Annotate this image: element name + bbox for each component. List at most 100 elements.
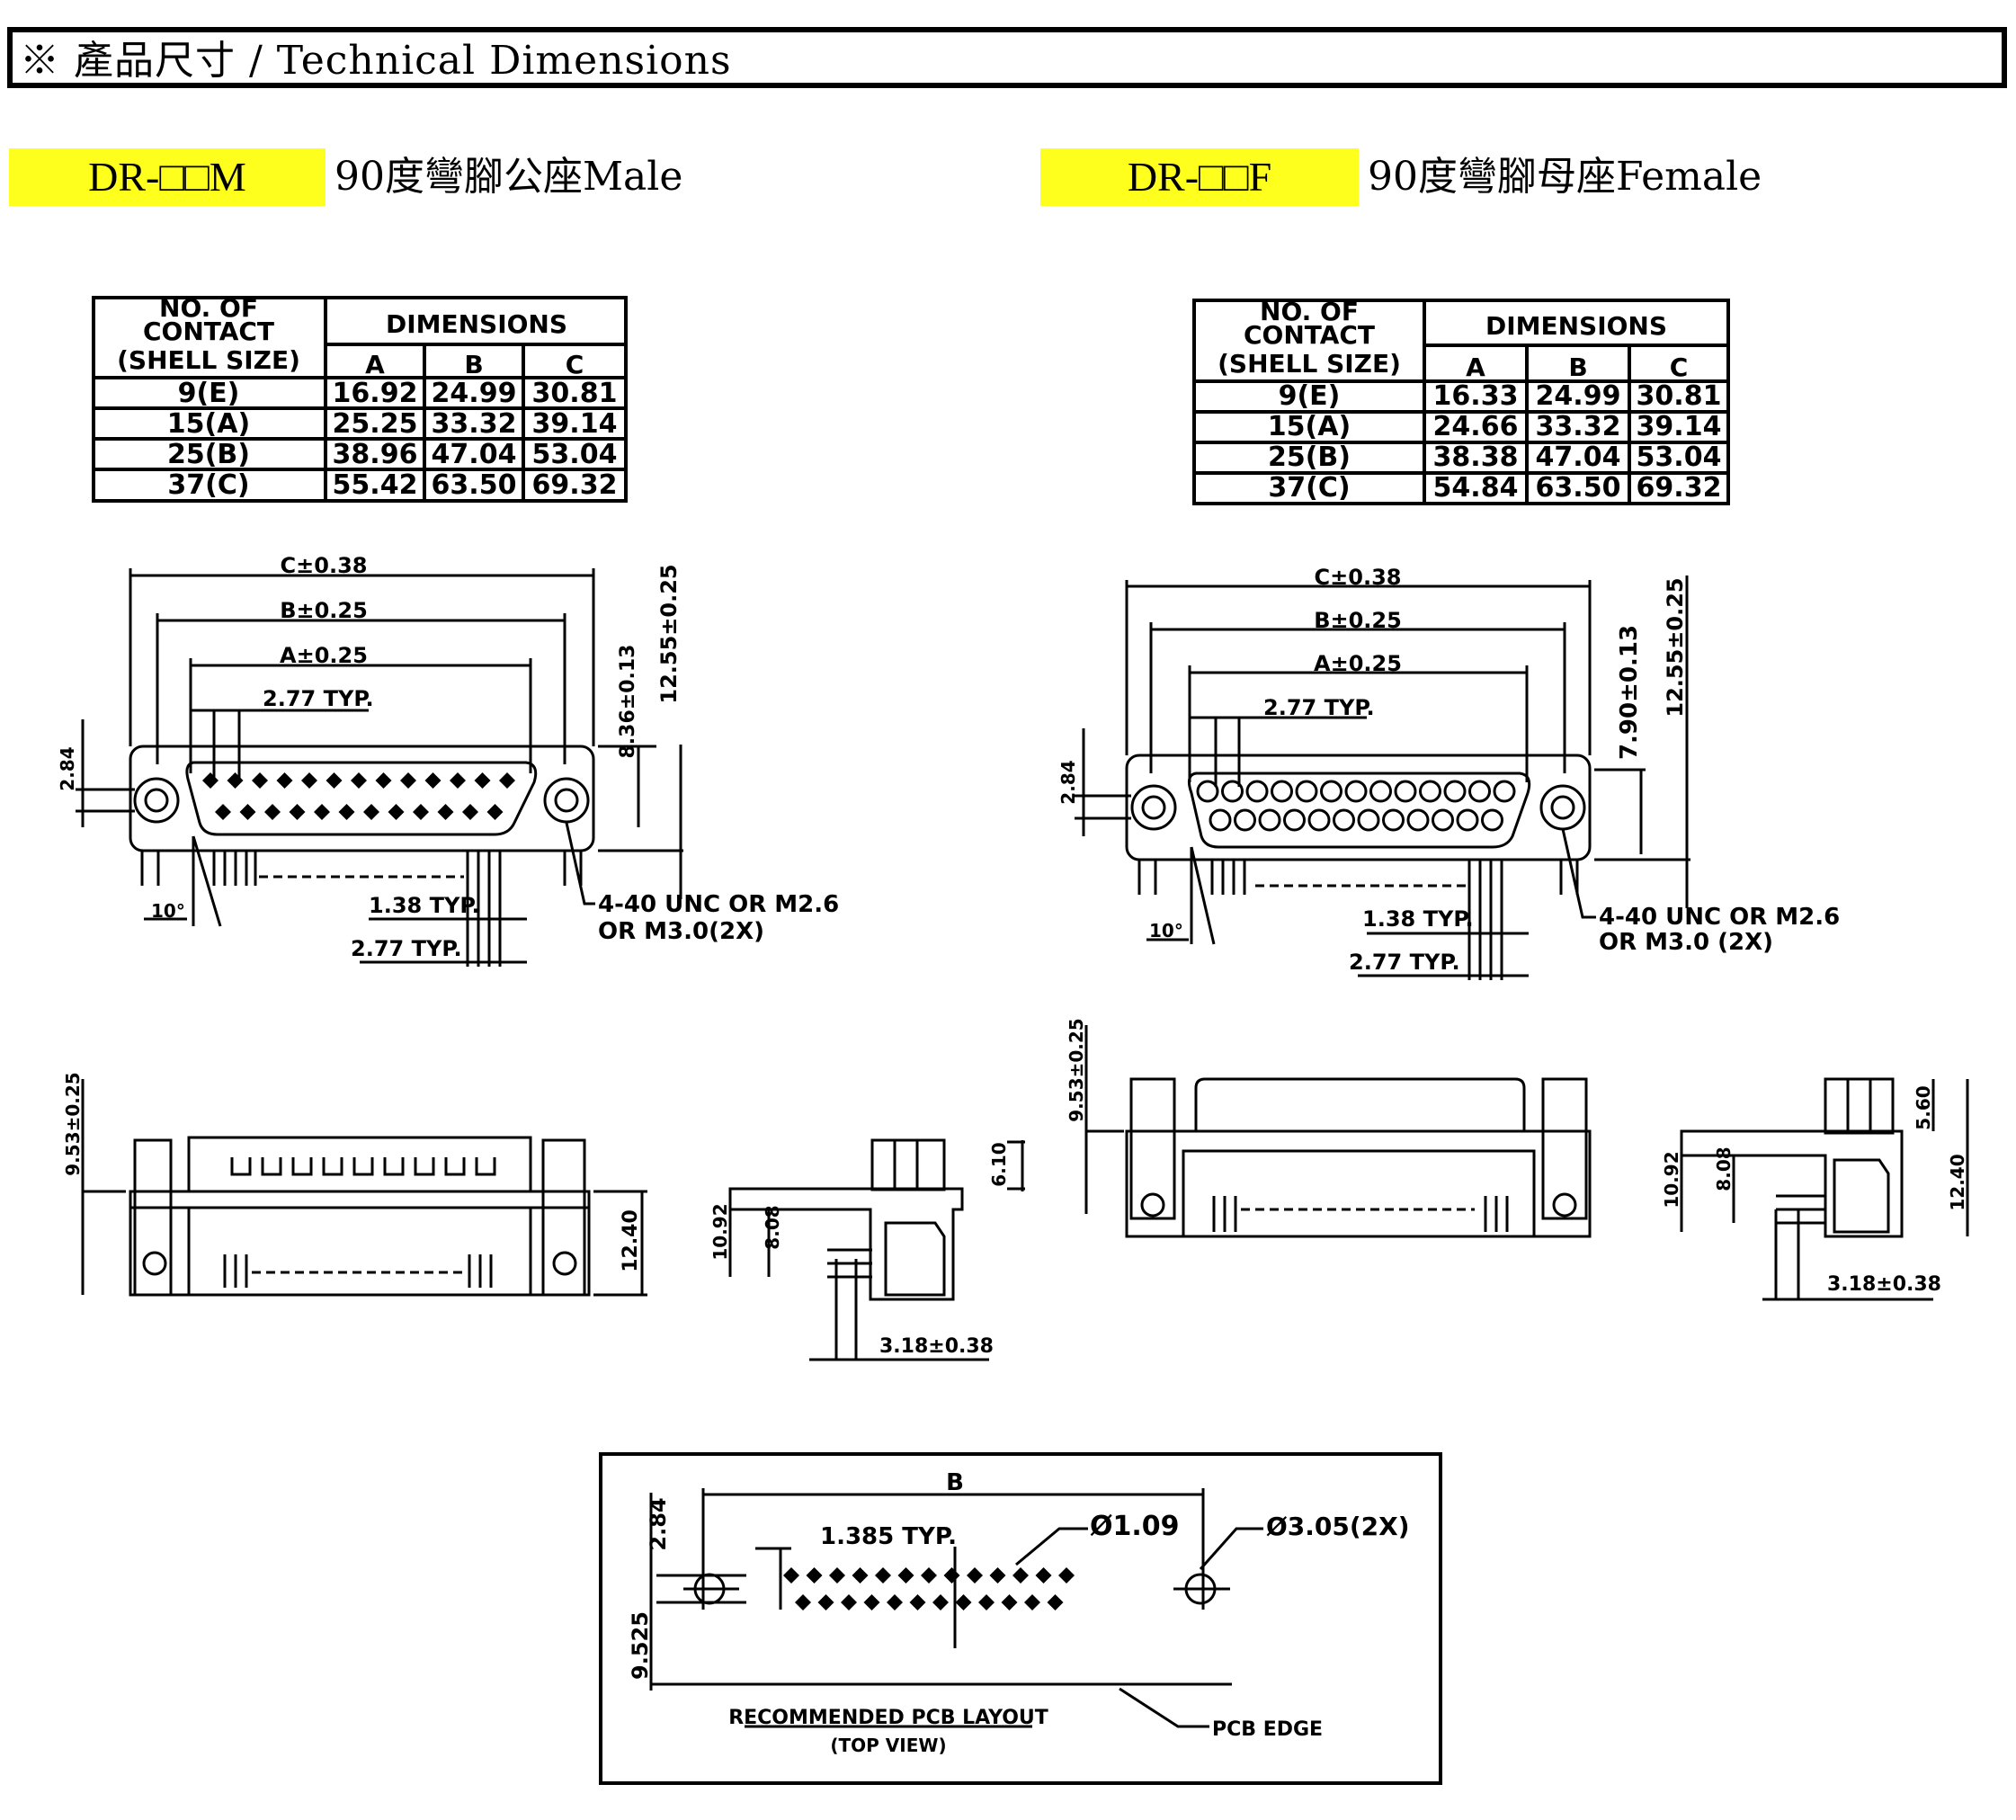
- section-header: ※ 產品尺寸 / Technical Dimensions: [7, 27, 2007, 88]
- pcb-dim-mount: Ø3.05(2X): [1266, 1512, 1410, 1541]
- male-table-cell-contact: 37(C): [167, 469, 249, 501]
- male-col-contact-1: NO. OF: [159, 293, 258, 323]
- male-contact-pin: [252, 772, 268, 789]
- male-dim-b: B±0.25: [280, 598, 368, 623]
- female-dim-pitch: 2.77 TYP.: [1263, 695, 1375, 720]
- pcb-hole: [932, 1594, 949, 1610]
- male-contact-pin: [202, 772, 219, 789]
- male-table-cell-b: 63.50: [432, 469, 517, 501]
- female-table-cell-a: 38.38: [1433, 442, 1519, 473]
- female-contact-socket: [1320, 780, 1343, 803]
- male-dim-pin-pitch2: 2.77 TYP.: [351, 936, 462, 961]
- female-contact-socket: [1369, 780, 1392, 803]
- male-table-cell-a: 16.92: [333, 378, 418, 409]
- male-contact-slot: [352, 1157, 374, 1176]
- male-screw-1: 4-40 UNC OR M2.6: [598, 891, 839, 918]
- pcb-layout-title: RECOMMENDED PCB LAYOUT: [728, 1707, 1048, 1729]
- male-contact-pin: [289, 804, 306, 820]
- male-table-cell-a: 25.25: [333, 408, 418, 440]
- male-front-view: [76, 568, 683, 967]
- male-table-cell-contact: 9(E): [178, 378, 240, 409]
- female-contact-socket: [1419, 780, 1441, 803]
- pcb-hole: [875, 1567, 891, 1584]
- female-table-cell-c: 39.14: [1637, 411, 1722, 442]
- female-contact-socket: [1209, 808, 1232, 832]
- female-side-h1: 10.92: [1661, 1151, 1682, 1208]
- female-side-w: 5.60: [1913, 1085, 1934, 1129]
- pcb-hole: [1035, 1567, 1052, 1584]
- female-contact-socket: [1481, 808, 1503, 832]
- female-part-label: DR-□□F: [1040, 148, 1359, 206]
- male-contact-pin: [264, 804, 281, 820]
- pcb-hole: [1012, 1567, 1029, 1584]
- female-dim-h2: 7.90±0.13: [1616, 625, 1643, 760]
- pcb-hole: [1058, 1567, 1075, 1584]
- pcb-hole: [921, 1567, 937, 1584]
- male-contact-pin: [413, 804, 429, 820]
- female-col-dimensions: DIMENSIONS: [1485, 311, 1667, 341]
- female-dim-angle: 10°: [1149, 920, 1183, 941]
- pcb-hole: [897, 1567, 914, 1584]
- male-dim-angle: 10°: [151, 900, 185, 922]
- male-contact-slot: [261, 1157, 282, 1176]
- pcb-hole: [817, 1594, 834, 1610]
- pcb-hole: [1001, 1594, 1018, 1610]
- female-contact-socket: [1432, 808, 1454, 832]
- male-table-cell-contact: 15(A): [167, 408, 250, 440]
- pcb-hole: [955, 1594, 972, 1610]
- male-screw-2: OR M3.0(2X): [598, 918, 764, 945]
- male-contact-slot: [291, 1157, 313, 1176]
- female-table-cell-a: 16.33: [1433, 380, 1519, 412]
- female-screw-2: OR M3.0 (2X): [1599, 929, 1773, 956]
- male-contact-slot: [414, 1157, 435, 1176]
- female-contact-socket: [1295, 780, 1318, 803]
- male-table-cell-b: 47.04: [432, 439, 517, 470]
- pcb-hole: [943, 1567, 960, 1584]
- male-contact-pin: [375, 772, 392, 789]
- female-description: 90度彎腳母座Female: [1368, 154, 1762, 200]
- male-dim-h2: 8.36±0.13: [617, 645, 639, 759]
- female-table-cell-b: 33.32: [1536, 411, 1621, 442]
- male-side-h2: 8.08: [762, 1205, 783, 1249]
- female-contact-socket: [1382, 808, 1405, 832]
- male-col-contact-2: CONTACT: [143, 317, 274, 346]
- male-contact-pin: [351, 772, 367, 789]
- female-contact-socket: [1271, 780, 1293, 803]
- male-contact-slot: [322, 1157, 343, 1176]
- pcb-dim-b: B: [946, 1469, 964, 1496]
- female-contact-socket: [1357, 808, 1380, 832]
- male-dim-c: C±0.38: [281, 553, 368, 578]
- female-table-cell-b: 47.04: [1536, 442, 1621, 473]
- male-contact-pin: [326, 772, 343, 789]
- female-contact-socket: [1394, 780, 1417, 803]
- male-contact-pin: [474, 772, 491, 789]
- male-table-cell-c: 30.81: [532, 378, 618, 409]
- female-table-cell-c: 30.81: [1637, 380, 1722, 412]
- male-dim-pin-pitch: 1.38 TYP.: [369, 893, 480, 918]
- female-table-cell-contact: 37(C): [1268, 472, 1350, 504]
- male-contact-pin: [363, 804, 379, 820]
- male-col-a: A: [365, 350, 385, 379]
- female-table-cell-c: 53.04: [1637, 442, 1722, 473]
- male-contact-pin: [424, 772, 442, 789]
- female-col-c: C: [1670, 352, 1689, 382]
- pcb-hole: [978, 1594, 995, 1610]
- male-dim-h3: 12.55±0.25: [656, 564, 682, 703]
- male-contact-pin: [314, 804, 330, 820]
- male-contact-pin: [437, 804, 454, 820]
- female-col-contact-2: CONTACT: [1244, 320, 1375, 350]
- female-contact-socket: [1456, 808, 1479, 832]
- male-contact-slot: [383, 1157, 405, 1176]
- male-side-h1: 10.92: [709, 1203, 731, 1260]
- male-table-cell-b: 24.99: [432, 378, 517, 409]
- female-contact-socket: [1221, 780, 1244, 803]
- male-contact-pin: [388, 804, 405, 820]
- female-contact-socket: [1258, 808, 1281, 832]
- female-right-view: [1680, 1077, 1969, 1301]
- female-side-h2: 8.08: [1713, 1146, 1735, 1191]
- pcb-hole: [806, 1567, 823, 1584]
- section-title: ※ 產品尺寸 / Technical Dimensions: [20, 38, 732, 84]
- pcb-hole: [841, 1594, 857, 1610]
- female-dim-pin-pitch: 1.38 TYP.: [1362, 906, 1474, 932]
